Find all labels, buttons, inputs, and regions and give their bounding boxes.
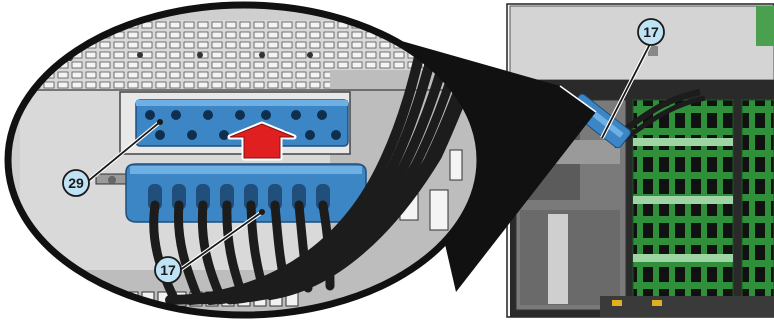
callout-label: 29 <box>68 175 84 191</box>
circuit-boards <box>633 100 774 300</box>
lower-blue-connector <box>126 164 366 222</box>
callout-label: 17 <box>160 262 176 278</box>
callout-label: 17 <box>643 24 659 40</box>
chassis-top-panel <box>510 6 774 80</box>
